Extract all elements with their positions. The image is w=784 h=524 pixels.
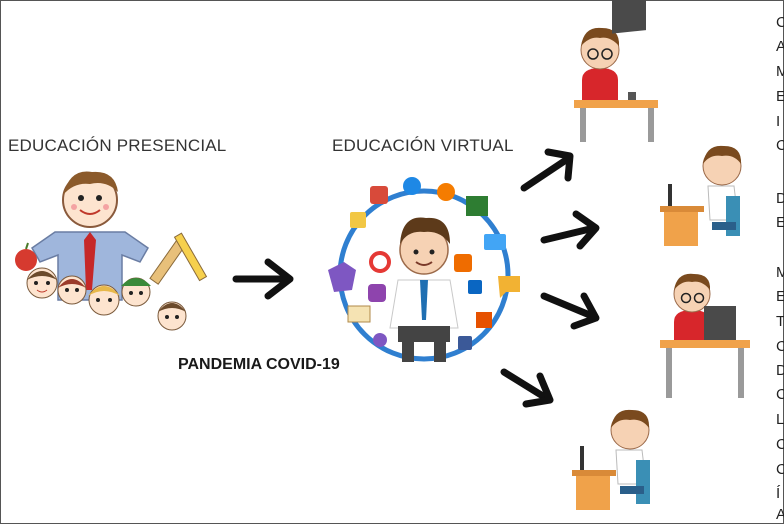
truncated-letter: C [776,386,784,403]
arrow-to-student-1 [520,148,574,192]
truncated-letter: E [776,88,784,105]
blogger-icon [454,254,472,272]
truncated-letter: C [776,436,784,453]
facebook-icon [458,336,472,350]
truncated-letter: C [776,14,784,31]
truncated-letter: C [776,338,784,355]
student-computer-3 [660,273,750,398]
label-pandemia-covid: PANDEMIA COVID-19 [178,356,340,373]
arrow-presencial-to-virtual [232,258,294,300]
student-computer-2 [660,145,742,246]
label-educacion-virtual: EDUCACIÓN VIRTUAL [332,136,514,155]
monitor-icon [484,234,506,250]
app-icon-2 [476,312,492,328]
arrow-to-student-2 [540,210,600,250]
truncated-letter: Í [776,485,781,502]
instagram-icon [368,284,386,302]
truncated-letter: E [776,214,784,231]
truncated-letter: I [776,113,781,130]
truncated-letter: M [776,63,784,80]
truncated-letter: D [776,190,784,207]
browser-icon [437,183,455,201]
chrome-icon [369,251,391,273]
student-computer-1 [574,0,658,142]
teacher-with-kids-illustration [15,171,208,331]
folder-icon [466,196,488,216]
notes-icon [350,212,366,228]
label-educacion-presencial: EDUCACIÓN PRESENCIAL [8,136,227,155]
truncated-letter: D [776,362,784,379]
music-icon [403,177,421,195]
linkedin-icon [468,280,482,294]
truncated-letter: A [776,506,784,523]
student-computer-4 [572,409,650,510]
puzzle-icon [328,262,356,292]
cup-icon [373,333,387,347]
truncated-letter: C [776,137,784,154]
truncated-letter: C [776,461,784,478]
arrow-to-student-3 [540,292,600,330]
book-icon [347,305,371,323]
chat-icon [498,276,520,298]
virtual-education-illustration [328,177,520,362]
arrow-to-student-4 [500,368,554,408]
truncated-letter: T [776,313,784,330]
app-icon [370,186,388,204]
truncated-letter: M [776,264,784,281]
truncated-letter: A [776,38,784,55]
truncated-letter: L [776,411,784,428]
truncated-letter: E [776,288,784,305]
